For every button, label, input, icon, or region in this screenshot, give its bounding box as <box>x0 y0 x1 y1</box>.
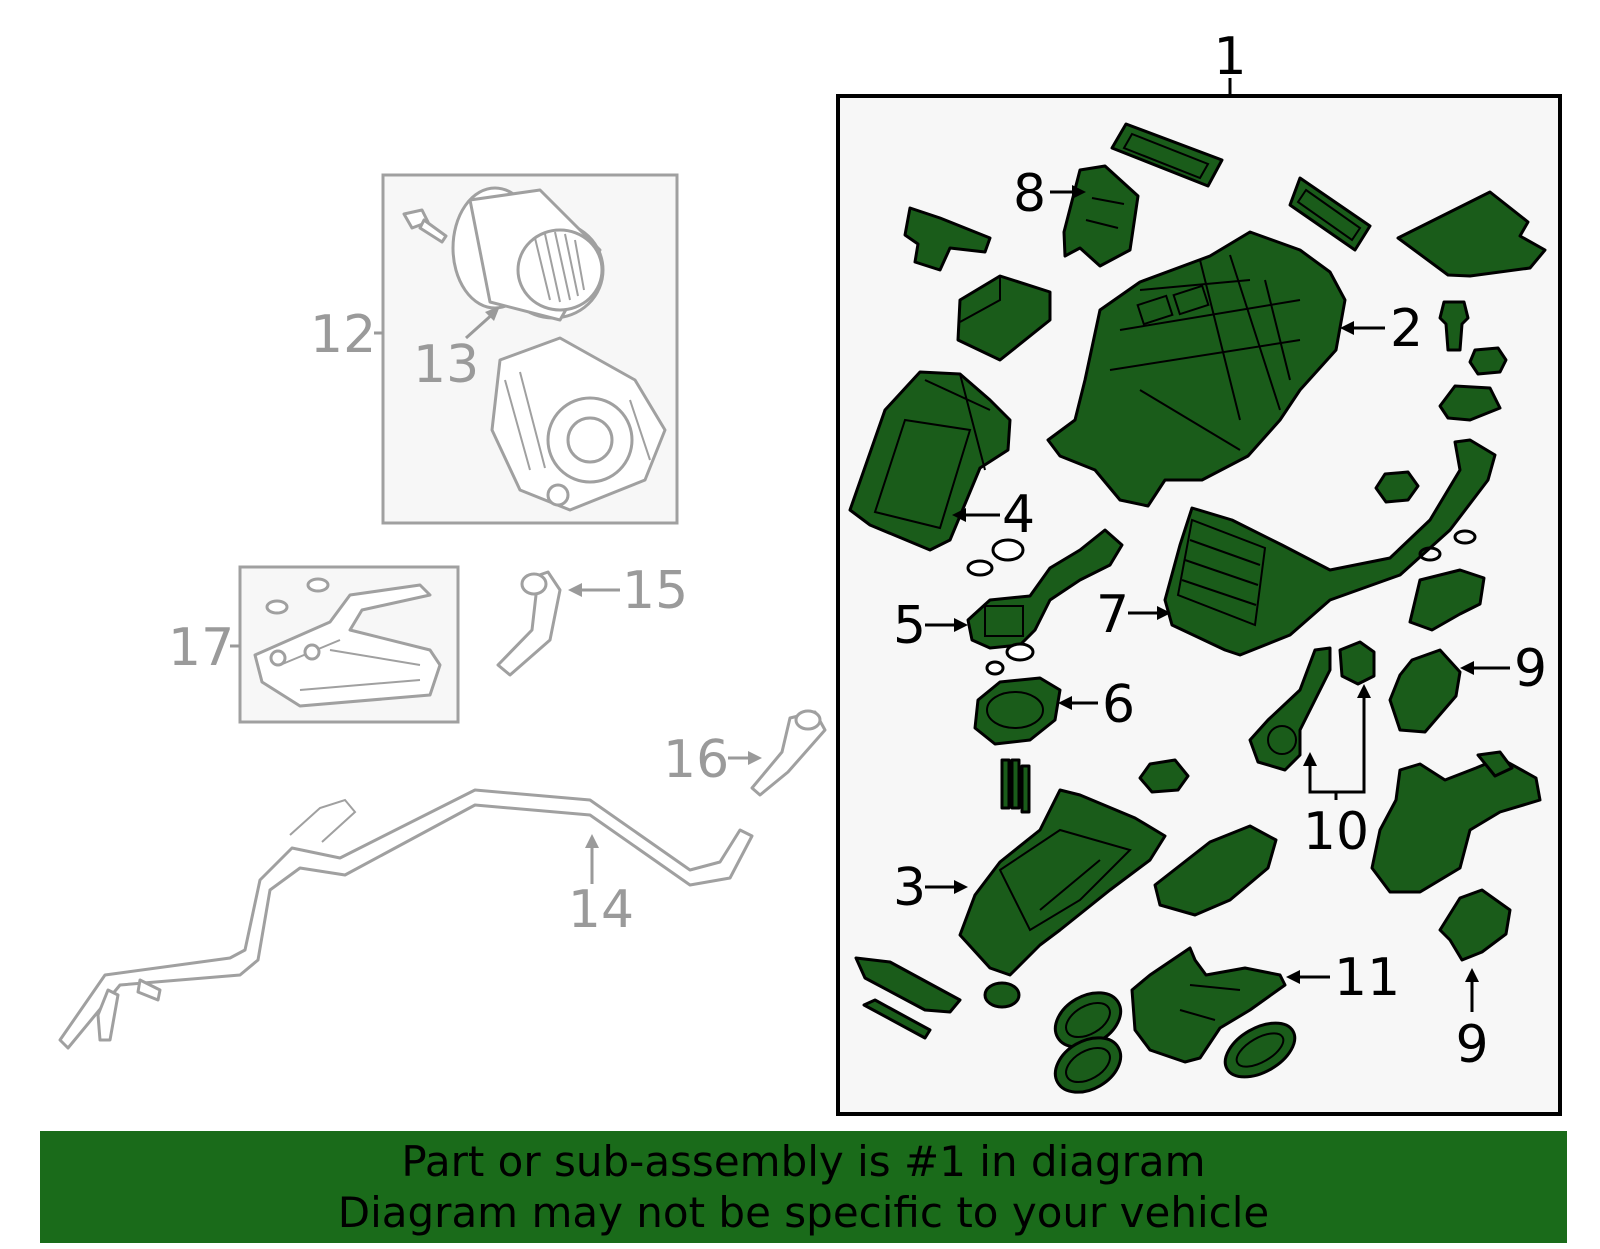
callout-10-arrowhead-left <box>1303 752 1317 766</box>
callout-17: 17 <box>168 618 234 678</box>
callout-3-arrowhead <box>954 880 968 894</box>
callout-9b-arrowhead <box>1465 968 1479 982</box>
part-10-actuators <box>1248 640 1376 772</box>
nut-top-right <box>1468 346 1508 376</box>
clip-right <box>1438 384 1502 422</box>
callout-10: 10 <box>1303 802 1369 862</box>
part-7-evaporator <box>1163 438 1497 657</box>
callout-9-lower: 9 <box>1455 1015 1488 1075</box>
callout-5: 5 <box>893 596 926 656</box>
part-9-mid <box>1388 648 1462 734</box>
callout-9a-arrowhead <box>1460 661 1474 675</box>
o-rings-7 <box>1418 529 1477 562</box>
strip-short <box>862 998 932 1040</box>
duct-seal-top <box>1110 122 1224 188</box>
strip-long <box>854 956 962 1014</box>
footer-line-2: Diagram may not be specific to your vehi… <box>337 1188 1270 1237</box>
callout-2: 2 <box>1390 299 1423 359</box>
callout-2-arrowhead <box>1340 321 1354 335</box>
callout-8: 8 <box>1013 164 1046 224</box>
callout-12: 12 <box>310 305 376 365</box>
callout-5-arrowhead <box>954 618 968 632</box>
callout-9-upper: 9 <box>1514 639 1547 699</box>
callout-10-leader <box>1308 692 1366 800</box>
callout-16-arrowhead <box>748 751 762 765</box>
plug-round <box>983 981 1021 1009</box>
part-6-grommet <box>973 676 1062 746</box>
callout-15: 15 <box>622 561 688 621</box>
nut-center <box>1374 470 1420 504</box>
callout-6-arrowhead <box>1058 696 1072 710</box>
pipe-assembly-17 <box>253 577 442 708</box>
hose-15 <box>496 570 562 677</box>
part-2-hvac-case <box>1046 230 1347 508</box>
callout-6: 6 <box>1102 675 1135 735</box>
o-rings-5 <box>966 538 1035 676</box>
blower-housing <box>490 336 667 512</box>
part-9-lower-small <box>1438 888 1512 962</box>
part-4-filter <box>848 370 1012 552</box>
parts-diagram: 1 2 3 4 5 6 7 8 9 9 10 11 12 13 14 15 16… <box>58 27 1562 1116</box>
footer-line-1: Part or sub-assembly is #1 in diagram <box>401 1137 1206 1186</box>
part-9-upper <box>1408 568 1486 632</box>
duct-seal-right <box>1288 176 1372 252</box>
part-5-sensor <box>966 528 1124 650</box>
part-3-housing <box>958 788 1167 977</box>
nut-lower <box>1138 758 1190 794</box>
callout-3: 3 <box>893 858 926 918</box>
callout-10-arrowhead-right <box>1357 684 1371 698</box>
callout-13: 13 <box>413 335 479 395</box>
callout-11-arrowhead <box>1286 970 1300 984</box>
callout-14-arrowhead <box>585 834 599 848</box>
callout-11: 11 <box>1334 948 1400 1008</box>
bracket-right-3 <box>1153 824 1278 917</box>
bracket-top-left <box>903 206 992 272</box>
grommet-oval-2 <box>1053 1036 1123 1094</box>
hose-16 <box>750 709 827 797</box>
callout-15-arrowhead <box>568 583 582 597</box>
callout-1: 1 <box>1213 27 1246 87</box>
grommet-oval-3 <box>1223 1021 1297 1079</box>
part-11-bracket <box>1130 946 1287 1064</box>
pins <box>1000 758 1031 814</box>
callout-4-arrowhead <box>952 508 966 522</box>
blower-motor-screw <box>402 208 448 244</box>
callout-16: 16 <box>663 730 729 790</box>
callout-8-arrowhead <box>1072 185 1086 199</box>
callout-4: 4 <box>1002 485 1035 545</box>
clip-box <box>956 274 1052 362</box>
bolt-small <box>1438 300 1470 352</box>
refrigerant-line-14 <box>58 788 754 1050</box>
part-9-lower-large <box>1370 750 1542 894</box>
footer-banner: Part or sub-assembly is #1 in diagram Di… <box>40 1131 1567 1243</box>
callout-7: 7 <box>1096 585 1129 645</box>
blower-fan-13 <box>451 186 605 322</box>
cover-plate <box>1396 190 1547 278</box>
callout-7-arrowhead <box>1157 606 1171 620</box>
callout-13-arrowhead <box>485 306 500 321</box>
callout-14: 14 <box>568 880 634 940</box>
